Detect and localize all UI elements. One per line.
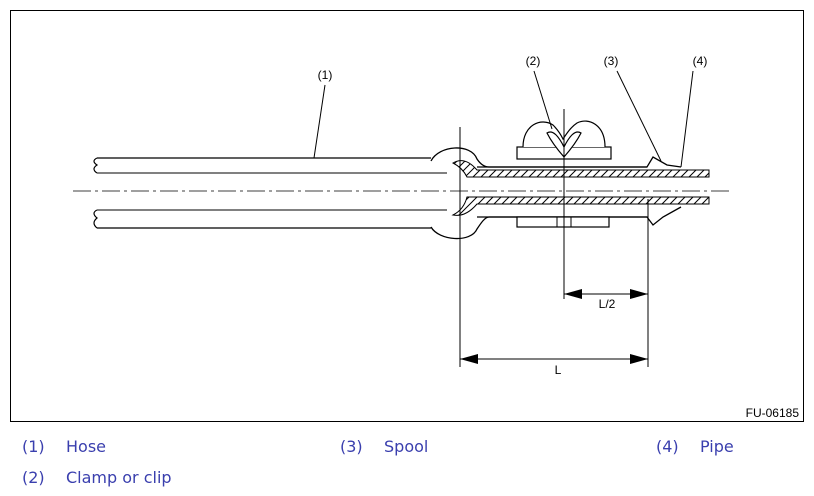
legend-num: (2) xyxy=(22,468,45,487)
legend-item-pipe: (4) Pipe xyxy=(656,437,734,456)
diagram-frame: L/2 L (1) (2) (3) (4) FU-06185 xyxy=(10,10,804,422)
leader-lines xyxy=(313,70,694,168)
legend-label: Clamp or clip xyxy=(66,468,172,487)
legend-item-clamp: (2) Clamp or clip xyxy=(22,468,172,487)
legend-num: (4) xyxy=(656,437,679,456)
clamp xyxy=(516,120,612,228)
legend-label: Pipe xyxy=(700,437,734,456)
legend-num: (3) xyxy=(340,437,363,456)
hose xyxy=(93,157,709,229)
pipe xyxy=(451,160,710,216)
legend-label: Hose xyxy=(66,437,106,456)
callout-hose: (1) xyxy=(318,68,333,82)
half-length-label: L/2 xyxy=(599,297,616,311)
legend-label: Spool xyxy=(384,437,429,456)
dimension-length xyxy=(460,354,648,364)
legend-num: (1) xyxy=(22,437,45,456)
callout-clamp: (2) xyxy=(526,54,541,68)
legend-item-hose: (1) Hose xyxy=(22,437,106,456)
dimension-half-length xyxy=(564,289,648,299)
length-label: L xyxy=(555,363,562,377)
legend-item-spool: (3) Spool xyxy=(340,437,428,456)
callout-spool: (3) xyxy=(604,54,619,68)
extension-lines xyxy=(459,109,649,367)
figure-id: FU-06185 xyxy=(746,406,800,420)
callout-pipe: (4) xyxy=(693,54,708,68)
hose-clamp-diagram: L/2 L (1) (2) (3) (4) FU-06185 xyxy=(73,54,800,420)
